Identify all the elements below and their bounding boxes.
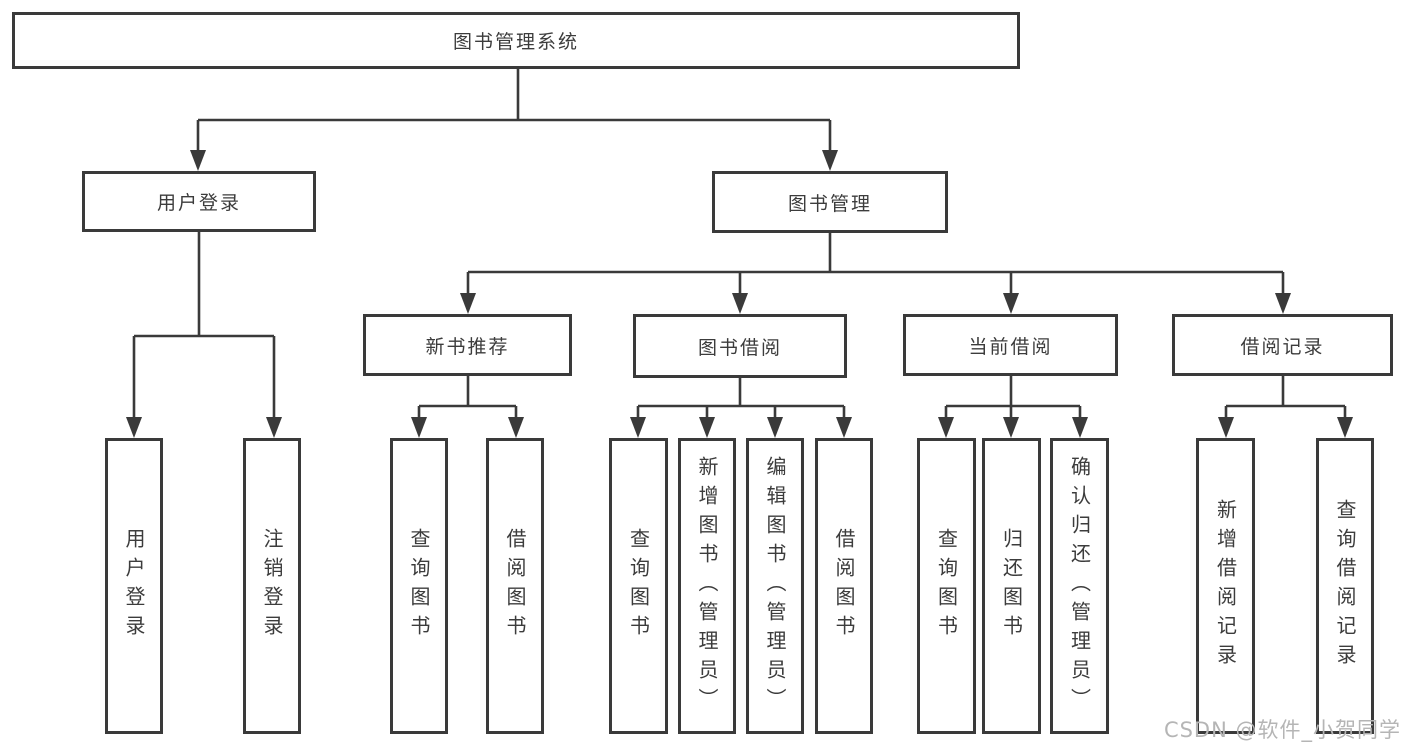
- leaf-query-borrow-record: 查询借阅记录: [1316, 438, 1374, 734]
- node-root-system: 图书管理系统: [12, 12, 1020, 69]
- leaf-return-books: 归还图书: [982, 438, 1041, 734]
- leaf-logout: 注销登录: [243, 438, 301, 734]
- leaf-query-books-borrowing: 查询图书: [609, 438, 668, 734]
- leaf-query-books-recommend: 查询图书: [390, 438, 448, 734]
- leaf-query-books-current: 查询图书: [917, 438, 976, 734]
- leaf-confirm-return-admin: 确认归还（管理员）: [1050, 438, 1109, 734]
- node-book-management: 图书管理: [712, 171, 948, 233]
- leaf-add-borrow-record: 新增借阅记录: [1196, 438, 1255, 734]
- leaf-borrow-books-recommend: 借阅图书: [486, 438, 544, 734]
- node-new-book-recommend: 新书推荐: [363, 314, 572, 376]
- leaf-borrow-books-borrowing: 借阅图书: [815, 438, 873, 734]
- csdn-watermark: CSDN @软件_小贺同学: [1163, 718, 1401, 742]
- leaf-add-books-admin: 新增图书（管理员）: [678, 438, 736, 734]
- leaf-user-login: 用户登录: [105, 438, 163, 734]
- node-book-borrowing: 图书借阅: [633, 314, 847, 378]
- node-borrowing-records: 借阅记录: [1172, 314, 1393, 376]
- node-current-borrowing: 当前借阅: [903, 314, 1118, 376]
- leaf-edit-books-admin: 编辑图书（管理员）: [746, 438, 804, 734]
- node-user-login: 用户登录: [82, 171, 316, 232]
